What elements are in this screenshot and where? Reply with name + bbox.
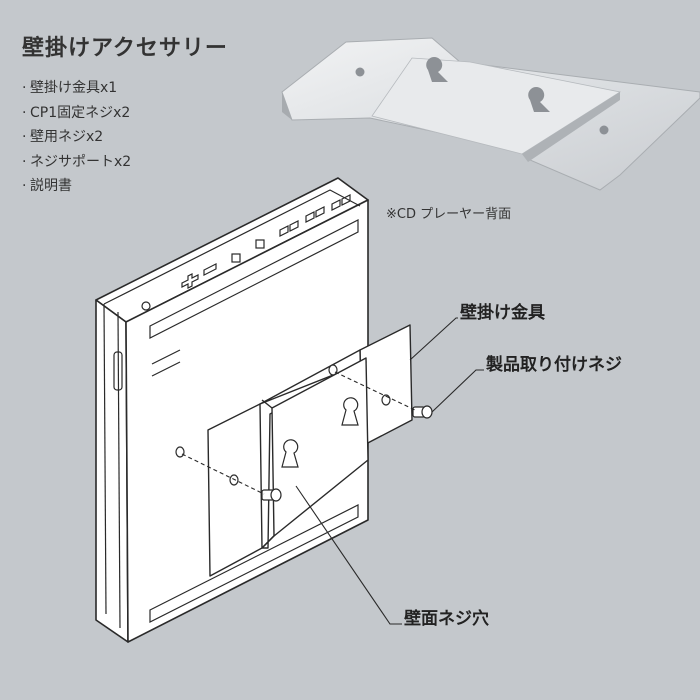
list-item-label: ネジサポートx2 [30,153,132,170]
list-item-label: 壁掛け金具x1 [30,80,118,96]
accessory-list: ·壁掛け金具x1 ·CP1固定ネジx2 ·壁用ネジx2 ·ネジサポートx2 ·説… [22,76,131,199]
wall-bracket-drawing [207,324,413,577]
list-item: ·CP1固定ネジx2 [22,101,131,126]
hole-icon [328,364,338,376]
list-item: ·ネジサポートx2 [22,150,131,175]
screw-hole-icon [355,67,365,77]
bullet-icon: · [22,129,27,145]
photo-caption: ※CD プレーヤー背面 [386,207,512,222]
list-item: ·壁用ネジx2 [22,125,131,150]
list-item-label: CP1固定ネジx2 [30,104,131,121]
bullet-icon: · [22,153,27,170]
device-details [103,189,361,629]
keyhole-icon [426,56,448,82]
list-item: ·壁掛け金具x1 [22,76,131,101]
screw-icon [412,405,433,419]
keyhole-icon [528,86,550,112]
screw-hole-icon [599,125,609,135]
bracket-photo [281,37,700,191]
callout-screw: 製品取り付けネジ [484,350,624,375]
alignment-lines [181,371,416,495]
bullet-icon: · [22,104,27,121]
bullet-icon: · [22,178,27,194]
hole-icon [175,446,185,458]
bullet-icon: · [22,80,27,96]
page-title: 壁掛けアクセサリー [22,36,228,61]
list-item-label: 説明書 [30,178,72,194]
screw-icon [261,488,282,502]
keyhole-icon [341,397,359,426]
hole-icon [229,474,239,486]
screw-hardware [175,364,433,502]
list-item: ·説明書 [22,174,131,199]
callout-bracket: 壁掛け金具 [458,298,547,323]
list-item-label: 壁用ネジx2 [30,129,104,145]
callout-wall-hole: 壁面ネジ穴 [402,604,491,629]
keyhole-icon [281,439,299,468]
